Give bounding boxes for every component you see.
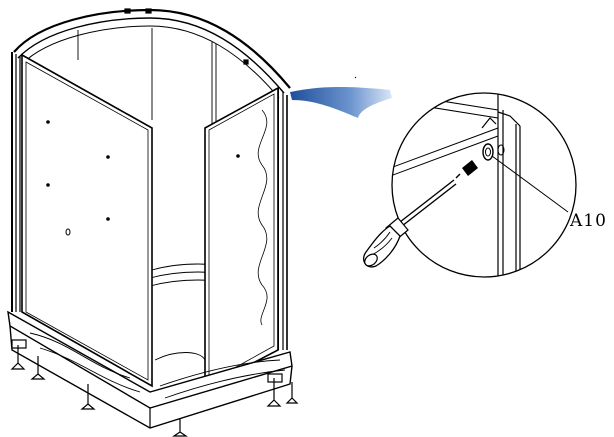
direction-arrow-icon [290, 86, 392, 118]
screwdriver-icon [362, 179, 457, 268]
detail-callout [362, 92, 577, 278]
right-door-panel [204, 86, 279, 390]
shower-tray [7, 310, 293, 429]
leader-line [491, 155, 569, 213]
adjustable-feet [10, 339, 299, 437]
left-door-panel [21, 53, 153, 388]
right-post [277, 88, 288, 350]
left-post [11, 52, 21, 312]
part-label-a10: A10 [569, 211, 607, 231]
top-frame [13, 8, 291, 99]
shower-cabin [7, 8, 299, 437]
screw-icon [455, 160, 478, 179]
